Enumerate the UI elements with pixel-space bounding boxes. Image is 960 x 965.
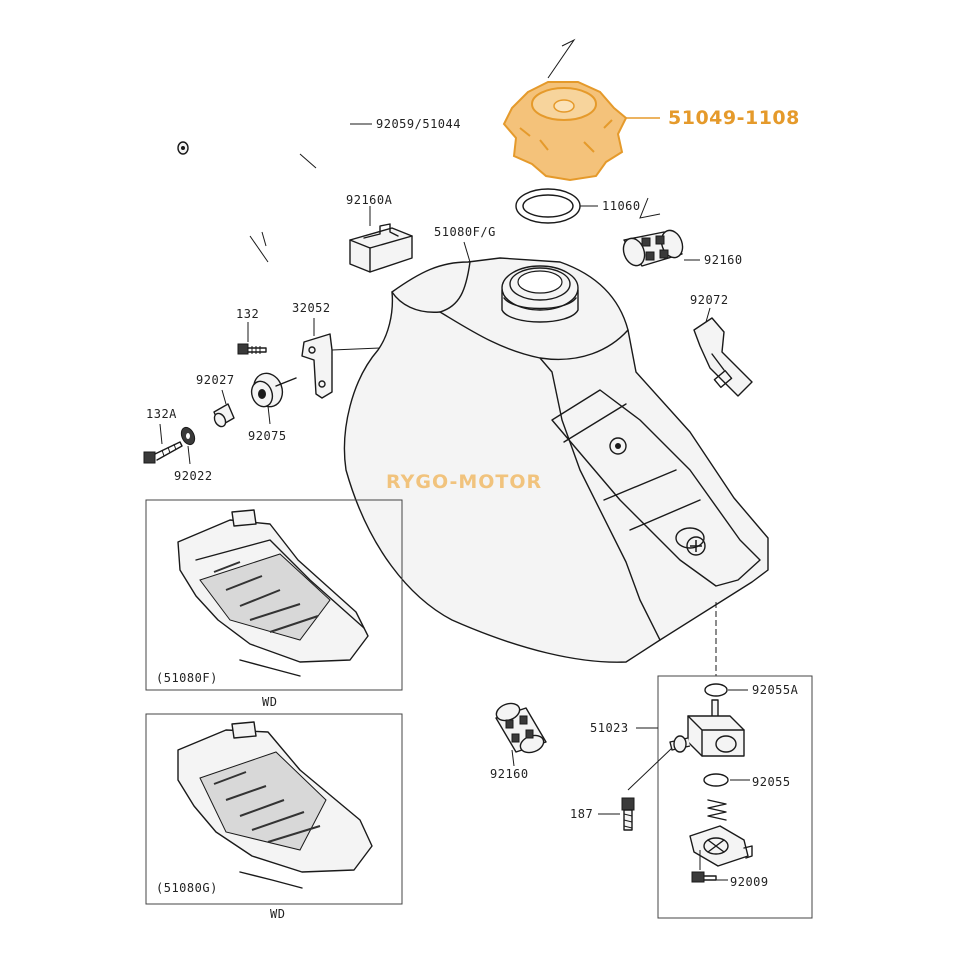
- label-bracket-a: 92160A: [346, 193, 393, 207]
- spring: [707, 799, 727, 821]
- fuel-hose: [177, 89, 359, 263]
- label-washer: 92022: [174, 469, 213, 483]
- label-filter-top: 92160: [704, 253, 743, 267]
- screw-92009: [691, 850, 717, 883]
- oring-92055a: [704, 683, 728, 697]
- watermark: RYGO-MOTOR: [386, 471, 542, 493]
- washer-92022: [180, 426, 196, 446]
- label-screw-187: 187: [570, 807, 593, 821]
- variant-g-code: (51080G): [156, 881, 218, 895]
- cap-gasket: [515, 188, 581, 224]
- fuel-tank: [343, 257, 769, 663]
- fuel-filter-bottom: [495, 702, 547, 754]
- oring-92055: [703, 773, 729, 787]
- variant-box-g: [145, 713, 403, 905]
- leader-damper: [267, 405, 271, 425]
- bracket-32052: [301, 333, 333, 399]
- strap-92072: [693, 317, 753, 397]
- label-oring-a: 92055A: [752, 683, 799, 697]
- label-cock-assy: 51023: [590, 721, 629, 735]
- label-hose: 92059/51044: [376, 117, 461, 131]
- fuel-cock: [669, 699, 745, 757]
- variant-g-note: WD: [270, 907, 285, 921]
- damper-92075: [250, 372, 297, 408]
- label-tank: 51080F/G: [434, 225, 496, 239]
- leader-screw-187: [627, 747, 673, 791]
- cock-lever: [689, 825, 753, 867]
- bolt-132: [237, 343, 267, 355]
- fuel-filter-top: [622, 229, 684, 267]
- label-bolt-132: 132: [236, 307, 259, 321]
- label-bracket-32052: 32052: [292, 301, 331, 315]
- leader-strap: [705, 307, 711, 323]
- break-mark: [547, 38, 576, 79]
- label-oring: 92055: [752, 775, 791, 789]
- label-filter-bottom: 92160: [490, 767, 529, 781]
- bolt-132a: [143, 441, 183, 464]
- leader-filter-bottom: [511, 749, 515, 767]
- label-strap: 92072: [690, 293, 729, 307]
- fuel-cap[interactable]: [502, 81, 628, 182]
- label-collar: 92027: [196, 373, 235, 387]
- break-mark-2: [639, 197, 661, 219]
- label-cap[interactable]: 51049-1108: [668, 107, 800, 129]
- leader-washer: [187, 445, 191, 465]
- leader-tank: [463, 241, 471, 263]
- screw-187: [621, 797, 635, 831]
- variant-box-f: [145, 499, 403, 691]
- collar-92027: [213, 403, 235, 428]
- label-bolt-132a: 132A: [146, 407, 177, 421]
- fuel-cock-box: [657, 675, 813, 919]
- label-damper: 92075: [248, 429, 287, 443]
- label-gasket: 11060: [602, 199, 641, 213]
- leader-bolt-132a: [159, 423, 163, 445]
- variant-f-code: (51080F): [156, 671, 218, 685]
- leader-bracket-tank: [331, 347, 381, 351]
- leader-collar: [221, 389, 227, 405]
- variant-f-note: WD: [262, 695, 277, 709]
- label-screw-92009: 92009: [730, 875, 769, 889]
- bracket-92160a: [349, 223, 413, 273]
